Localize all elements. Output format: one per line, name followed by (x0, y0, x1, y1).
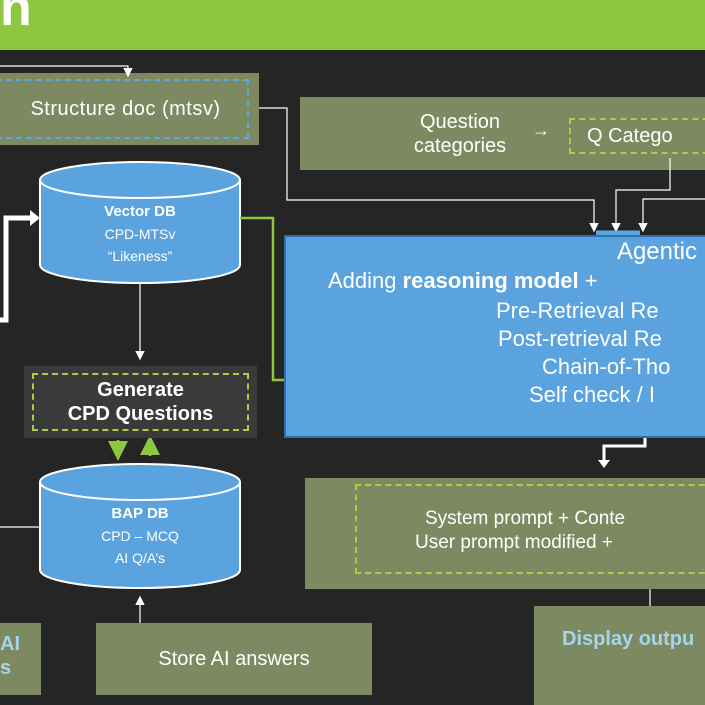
q-categories-label: Q Catego (587, 124, 673, 147)
bap-db[interactable]: BAP DB CPD – MCQ AI Q/A’s (40, 500, 240, 572)
generate-line1: Generate (97, 379, 184, 401)
question-categories-text: Question categories (390, 109, 530, 159)
generate-questions-box[interactable]: Generate CPD Questions (24, 366, 257, 438)
vector-db-title: Vector DB (104, 203, 176, 220)
structure-doc-label: Structure doc (mtsv) (30, 97, 221, 120)
bap-db-title: BAP DB (111, 505, 169, 522)
agentic-line3: Pre-Retrieval Re (496, 298, 659, 323)
bap-db-line1: CPD – MCQ (101, 528, 179, 544)
vector-db[interactable]: Vector DB CPD-MTSv “Likeness” (40, 198, 240, 270)
store-ai-answers-label: Store AI answers (158, 647, 310, 670)
left-partial-line2: s (0, 657, 12, 679)
connector-left-to-vector-db (0, 215, 30, 323)
agentic-line5: Chain-of-Tho (542, 354, 671, 379)
agentic-line2-bold: reasoning model (402, 268, 579, 293)
agentic-line4: Post-retrieval Re (498, 326, 662, 351)
header-bar: n (0, 0, 705, 50)
bap-db-line2: AI Q/A’s (114, 550, 166, 566)
agentic-line1: Agentic (616, 238, 697, 265)
left-partial-box[interactable]: AI s (0, 623, 41, 695)
question-categories-panel: Question categories → Q Catego (300, 97, 705, 170)
question-categories-line1: Question (419, 111, 501, 133)
header-title-fragment: n (0, 0, 32, 37)
agentic-line2-suffix: + (578, 268, 598, 293)
connector-agentic-to-prompt (602, 438, 647, 462)
q-categories-box[interactable]: Q Catego (569, 118, 705, 154)
agentic-line6: Self check / I (529, 382, 655, 407)
display-output-box[interactable]: Display outpu (534, 606, 705, 705)
connector-right-to-agentic (638, 198, 705, 233)
vector-db-line2: “Likeness” (107, 248, 173, 264)
agentic-line2-prefix: Adding (328, 268, 403, 293)
vector-db-line1: CPD-MTSv (104, 226, 176, 242)
structure-doc-box[interactable]: Structure doc (mtsv) (0, 73, 259, 145)
display-output-label: Display outpu (562, 628, 695, 650)
generate-line2: CPD Questions (67, 403, 214, 425)
prompt-dashed-frame[interactable] (355, 484, 705, 574)
agentic-line2: Adding reasoning model + (328, 267, 598, 295)
structure-doc-dashed-frame (0, 79, 249, 139)
left-partial-line1: AI (0, 633, 20, 655)
prompt-panel: System prompt + Conte User prompt modifi… (305, 478, 705, 589)
prompt-line1: System prompt + Conte (425, 508, 626, 529)
store-ai-answers-box[interactable]: Store AI answers (96, 623, 372, 695)
connector-vector-db-to-agentic (240, 216, 287, 382)
prompt-line2: User prompt modified + (415, 532, 613, 553)
agentic-box[interactable]: Agentic Adding reasoning model + Pre-Ret… (284, 235, 705, 438)
generate-dashed-frame (32, 373, 249, 431)
question-categories-line2: categories (413, 135, 507, 157)
arrow-right-icon: → (532, 120, 550, 140)
